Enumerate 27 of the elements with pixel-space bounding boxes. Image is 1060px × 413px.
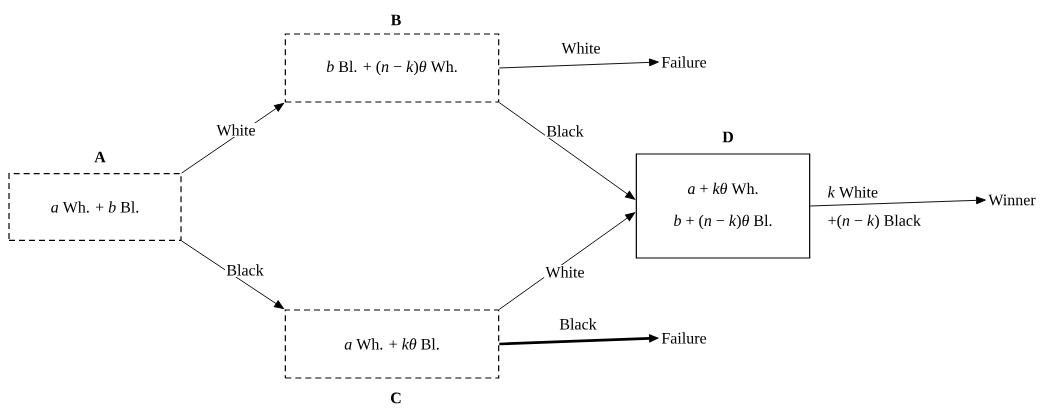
arrow: [181, 102, 285, 174]
dashed-box: a Wh. + b Bl.: [8, 173, 182, 241]
edge-label: Black: [225, 263, 265, 277]
arrow: [498, 212, 636, 310]
node-label: a + kθ Wh.: [687, 182, 758, 195]
arrow: [809, 196, 986, 207]
edge-label: White: [544, 265, 586, 279]
arrow: [181, 240, 285, 310]
box-heading: A: [94, 151, 106, 163]
arrow: [498, 102, 636, 200]
box-heading: B: [390, 14, 401, 26]
box-heading: C: [391, 392, 401, 404]
branch-label: k White: [828, 186, 878, 198]
outcome-text: Failure: [661, 332, 707, 344]
edge-label: Black: [545, 124, 585, 138]
box-heading: D: [722, 131, 733, 143]
edge-label: Black: [558, 317, 598, 331]
node-label: b + (n − k)θ Bl.: [674, 214, 772, 230]
arrow: [498, 58, 659, 69]
dashed-box: b Bl. + (n − k)θ Wh.: [284, 33, 500, 103]
branch-label: +(n − k) Black: [828, 214, 921, 230]
outcome-text: Winner: [988, 194, 1036, 206]
state-box: a + kθ Wh. b + (n − k)θ Bl.: [635, 153, 811, 259]
dashed-box: a Wh. + kθ Bl.: [284, 309, 500, 379]
edge-label: White: [215, 123, 257, 137]
outcome-text: Failure: [661, 56, 707, 68]
edge-label: White: [560, 41, 602, 55]
